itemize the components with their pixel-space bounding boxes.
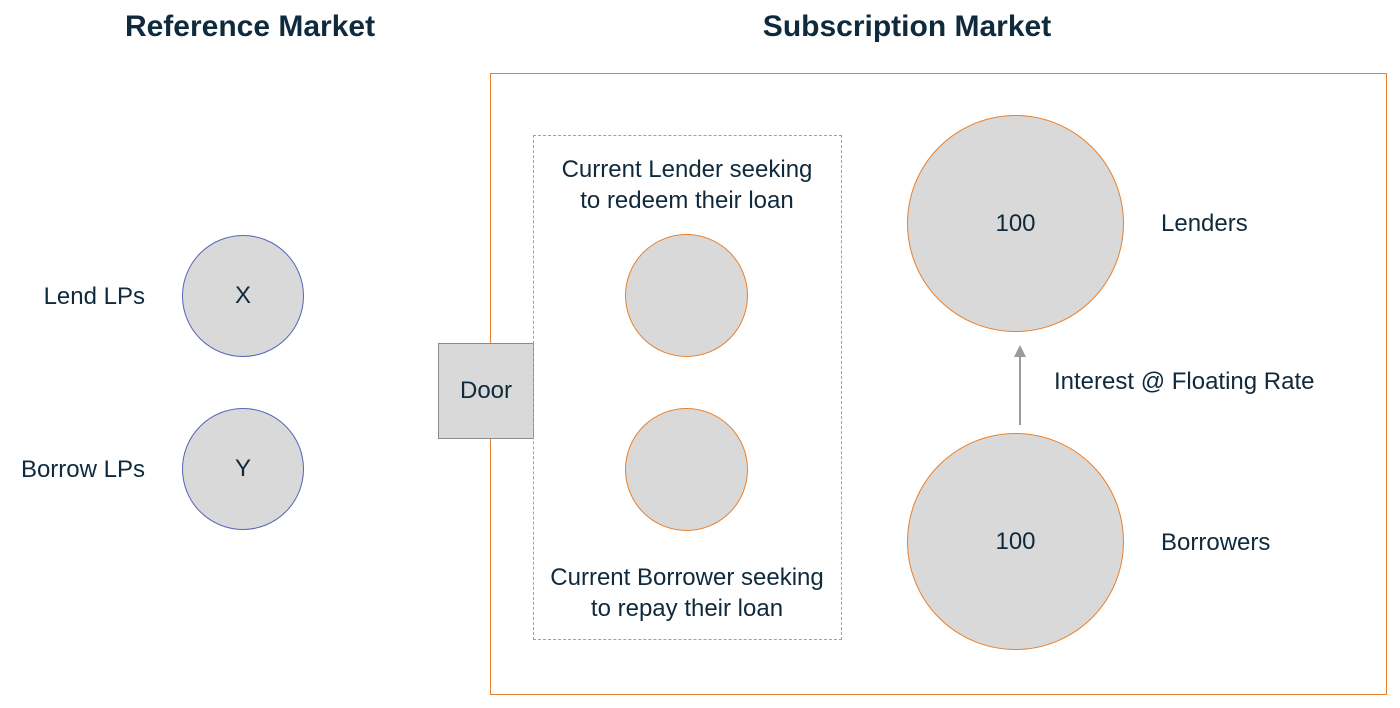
lend-lps-circle: X	[182, 235, 304, 357]
lenders-label: Lenders	[1161, 210, 1248, 237]
borrowers-label: Borrowers	[1161, 529, 1271, 556]
lend-lps-value: X	[234, 282, 251, 309]
borrower-exit-line1: Current Borrower seeking	[550, 564, 824, 591]
lenders-circle: 100	[907, 115, 1124, 332]
lender-exit-label: Current Lender seeking to redeem their l…	[562, 154, 813, 216]
borrow-lps-value: Y	[234, 455, 251, 482]
subscription-market-title: Subscription Market	[762, 10, 1052, 43]
borrower-exit-line2: to repay their loan	[590, 595, 784, 622]
exit-zone	[533, 135, 842, 640]
exiting-borrower-circle	[625, 408, 748, 531]
lender-exit-line1: Current Lender seeking	[561, 156, 813, 183]
door-label: Door	[459, 377, 513, 404]
reference-market-title: Reference Market	[124, 10, 376, 43]
interest-flow-arrow	[1014, 345, 1026, 425]
borrower-exit-label: Current Borrower seeking to repay their …	[550, 562, 823, 624]
borrowers-circle: 100	[907, 433, 1124, 650]
borrow-lps-circle: Y	[182, 408, 304, 530]
exiting-lender-circle	[625, 234, 748, 357]
interest-label: Interest @ Floating Rate	[1054, 368, 1315, 395]
door-box: Door	[438, 343, 534, 439]
borrowers-value: 100	[995, 527, 1036, 555]
lender-exit-line2: to redeem their loan	[580, 187, 794, 214]
lenders-value: 100	[995, 209, 1036, 237]
lend-lps-label: Lend LPs	[43, 283, 145, 310]
borrow-lps-label: Borrow LPs	[20, 456, 145, 483]
